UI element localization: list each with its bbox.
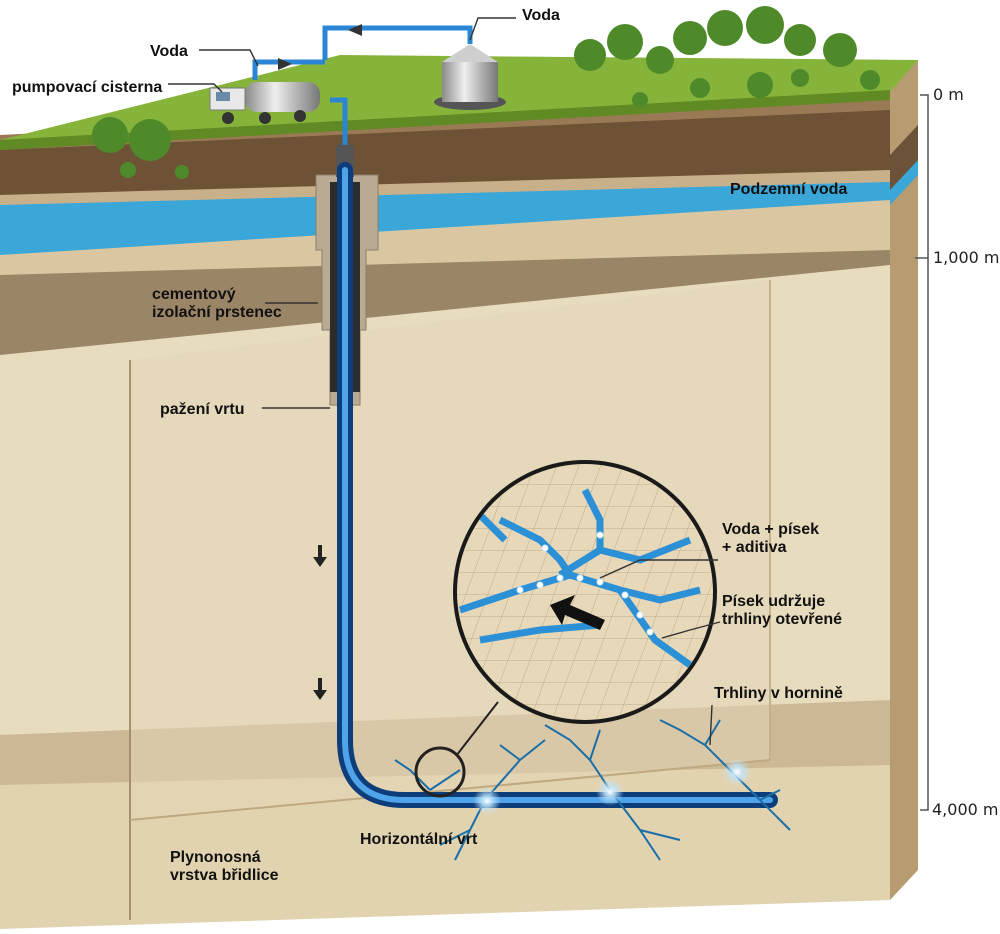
label-pumpovaci-cisterna: pumpovací cisterna bbox=[12, 79, 163, 96]
depth-label-1000m: 1,000 m bbox=[933, 248, 1000, 267]
frac-glow-1 bbox=[473, 787, 501, 815]
label-plynonosna-line1: Plynonosná bbox=[170, 849, 261, 866]
label-pazeni-vrtu: pažení vrtu bbox=[160, 401, 245, 418]
label-cementovy-line2: izolační prstenec bbox=[152, 304, 282, 321]
frac-glow-2 bbox=[596, 778, 624, 806]
cutaway-edge-bottom bbox=[129, 759, 771, 821]
label-cementovy-line1: cementový bbox=[152, 286, 236, 303]
well-pipe-highlight bbox=[342, 167, 773, 803]
tanker-truck bbox=[209, 82, 320, 124]
flow-arrow-right bbox=[278, 58, 292, 70]
depth-label-4000m: 4,000 m bbox=[932, 800, 999, 819]
leader-lines bbox=[168, 17, 721, 746]
label-voda-top: Voda bbox=[522, 7, 560, 24]
label-plynonosna-line2: vrstva břidlice bbox=[170, 867, 279, 884]
flow-direction-arrow bbox=[550, 595, 605, 630]
trees-right bbox=[574, 6, 880, 108]
side-face-water-strip bbox=[890, 160, 918, 205]
label-trhliny: Trhliny v hornině bbox=[714, 685, 843, 702]
label-podzemni-voda: Podzemní voda bbox=[730, 181, 848, 198]
down-arrow-1 bbox=[313, 545, 327, 567]
surface-pipe bbox=[252, 25, 473, 150]
label-voda-pisek-line1: Voda + písek bbox=[722, 521, 820, 538]
water-silo bbox=[434, 44, 506, 110]
label-voda-pisek-line2: + aditiva bbox=[722, 539, 787, 556]
frac-glow-3 bbox=[723, 758, 751, 786]
trees-left bbox=[92, 117, 189, 179]
block-side-face bbox=[890, 60, 918, 900]
label-horizontalni-vrt: Horizontální vrt bbox=[360, 831, 478, 848]
zoom-connector bbox=[455, 701, 499, 757]
grass-surface-front bbox=[0, 90, 890, 150]
down-arrow-2 bbox=[313, 678, 327, 700]
depth-scale bbox=[915, 94, 929, 811]
label-pisek-line1: Písek udržuje bbox=[722, 593, 826, 610]
zoom-source-circle bbox=[414, 746, 466, 798]
magnified-view bbox=[453, 460, 717, 724]
flow-arrow-left bbox=[348, 24, 362, 36]
label-voda-left: Voda bbox=[150, 43, 188, 60]
depth-label-0m: 0 m bbox=[933, 85, 964, 104]
label-pisek-line2: trhliny otevřené bbox=[722, 611, 843, 628]
side-face-soil-strip bbox=[890, 125, 918, 200]
